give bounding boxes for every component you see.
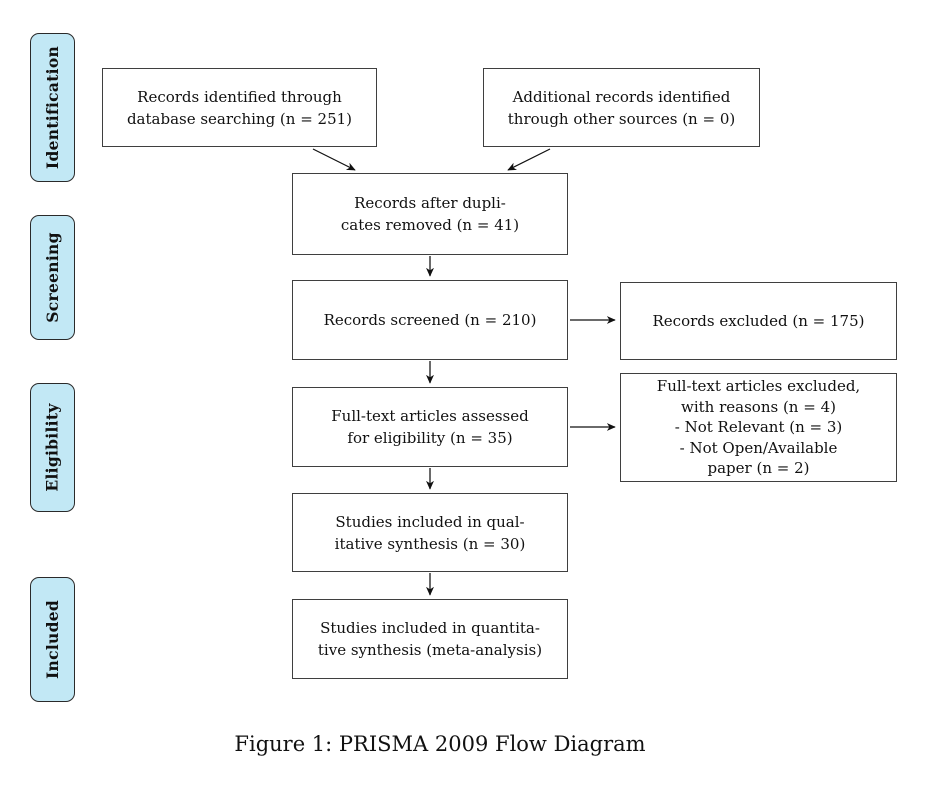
box-text-line: Records screened (n = 210) <box>323 311 537 329</box>
box-text-line: Additional records identified <box>512 87 731 106</box>
box-text-line: with reasons (n = 4) <box>681 397 836 416</box>
box-text-line: Full-text articles excluded, <box>656 377 861 396</box>
box-text-line: - Not Open/Available <box>679 438 838 457</box>
stage-eligibility: Eligibility <box>30 383 75 512</box>
stage-identification-label: Identification <box>43 45 63 170</box>
box-qualitative-synthesis: Studies included in qual- itative synthe… <box>292 493 568 572</box>
box-fulltext-assessed: Full-text articles assessed for eligibil… <box>292 387 568 467</box>
box-text-line: Full-text articles assessed <box>331 407 529 425</box>
stage-identification: Identification <box>30 33 75 182</box>
figure-caption: Figure 1: PRISMA 2009 Flow Diagram <box>234 732 646 756</box>
box-fulltext-excluded: Full-text articles excluded, with reason… <box>620 373 897 482</box>
box-text-line: cates removed (n = 41) <box>340 216 520 234</box>
arrow-additional-to-duplicates <box>507 148 551 171</box>
box-text-line: Records after dupli- <box>354 194 506 212</box>
box-quantitative-synthesis: Studies included in quantita- tive synth… <box>292 599 568 679</box>
box-text-line: itative synthesis (n = 30) <box>334 534 526 553</box>
arrow-identified-to-duplicates <box>312 148 356 171</box>
box-text-line: Studies included in quantita- <box>320 619 540 637</box>
box-records-excluded: Records excluded (n = 175) <box>620 282 897 360</box>
box-duplicates-removed: Records after dupli- cates removed (n = … <box>292 173 568 255</box>
box-records-identified: Records identified through database sear… <box>102 68 377 147</box>
box-records-screened: Records screened (n = 210) <box>292 280 568 360</box>
box-text-line: - Not Relevant (n = 3) <box>674 418 843 437</box>
box-text-line: Records identified through <box>137 87 342 106</box>
stage-eligibility-label: Eligibility <box>43 403 63 492</box>
stage-included-label: Included <box>43 599 62 680</box>
box-additional-records: Additional records identified through ot… <box>483 68 760 147</box>
stage-screening: Screening <box>30 215 75 340</box>
box-text-line: Studies included in qual- <box>335 512 525 531</box>
box-text-line: tive synthesis (meta-analysis) <box>317 641 543 659</box>
box-text-line: paper (n = 2) <box>707 459 810 478</box>
stage-screening-label: Screening <box>43 232 62 323</box>
box-text-line: database searching (n = 251) <box>126 109 353 128</box>
box-text-line: through other sources (n = 0) <box>507 109 736 128</box>
box-text-line: Records excluded (n = 175) <box>652 312 865 330</box>
stage-included: Included <box>30 577 75 702</box>
box-text-line: for eligibility (n = 35) <box>347 429 513 447</box>
